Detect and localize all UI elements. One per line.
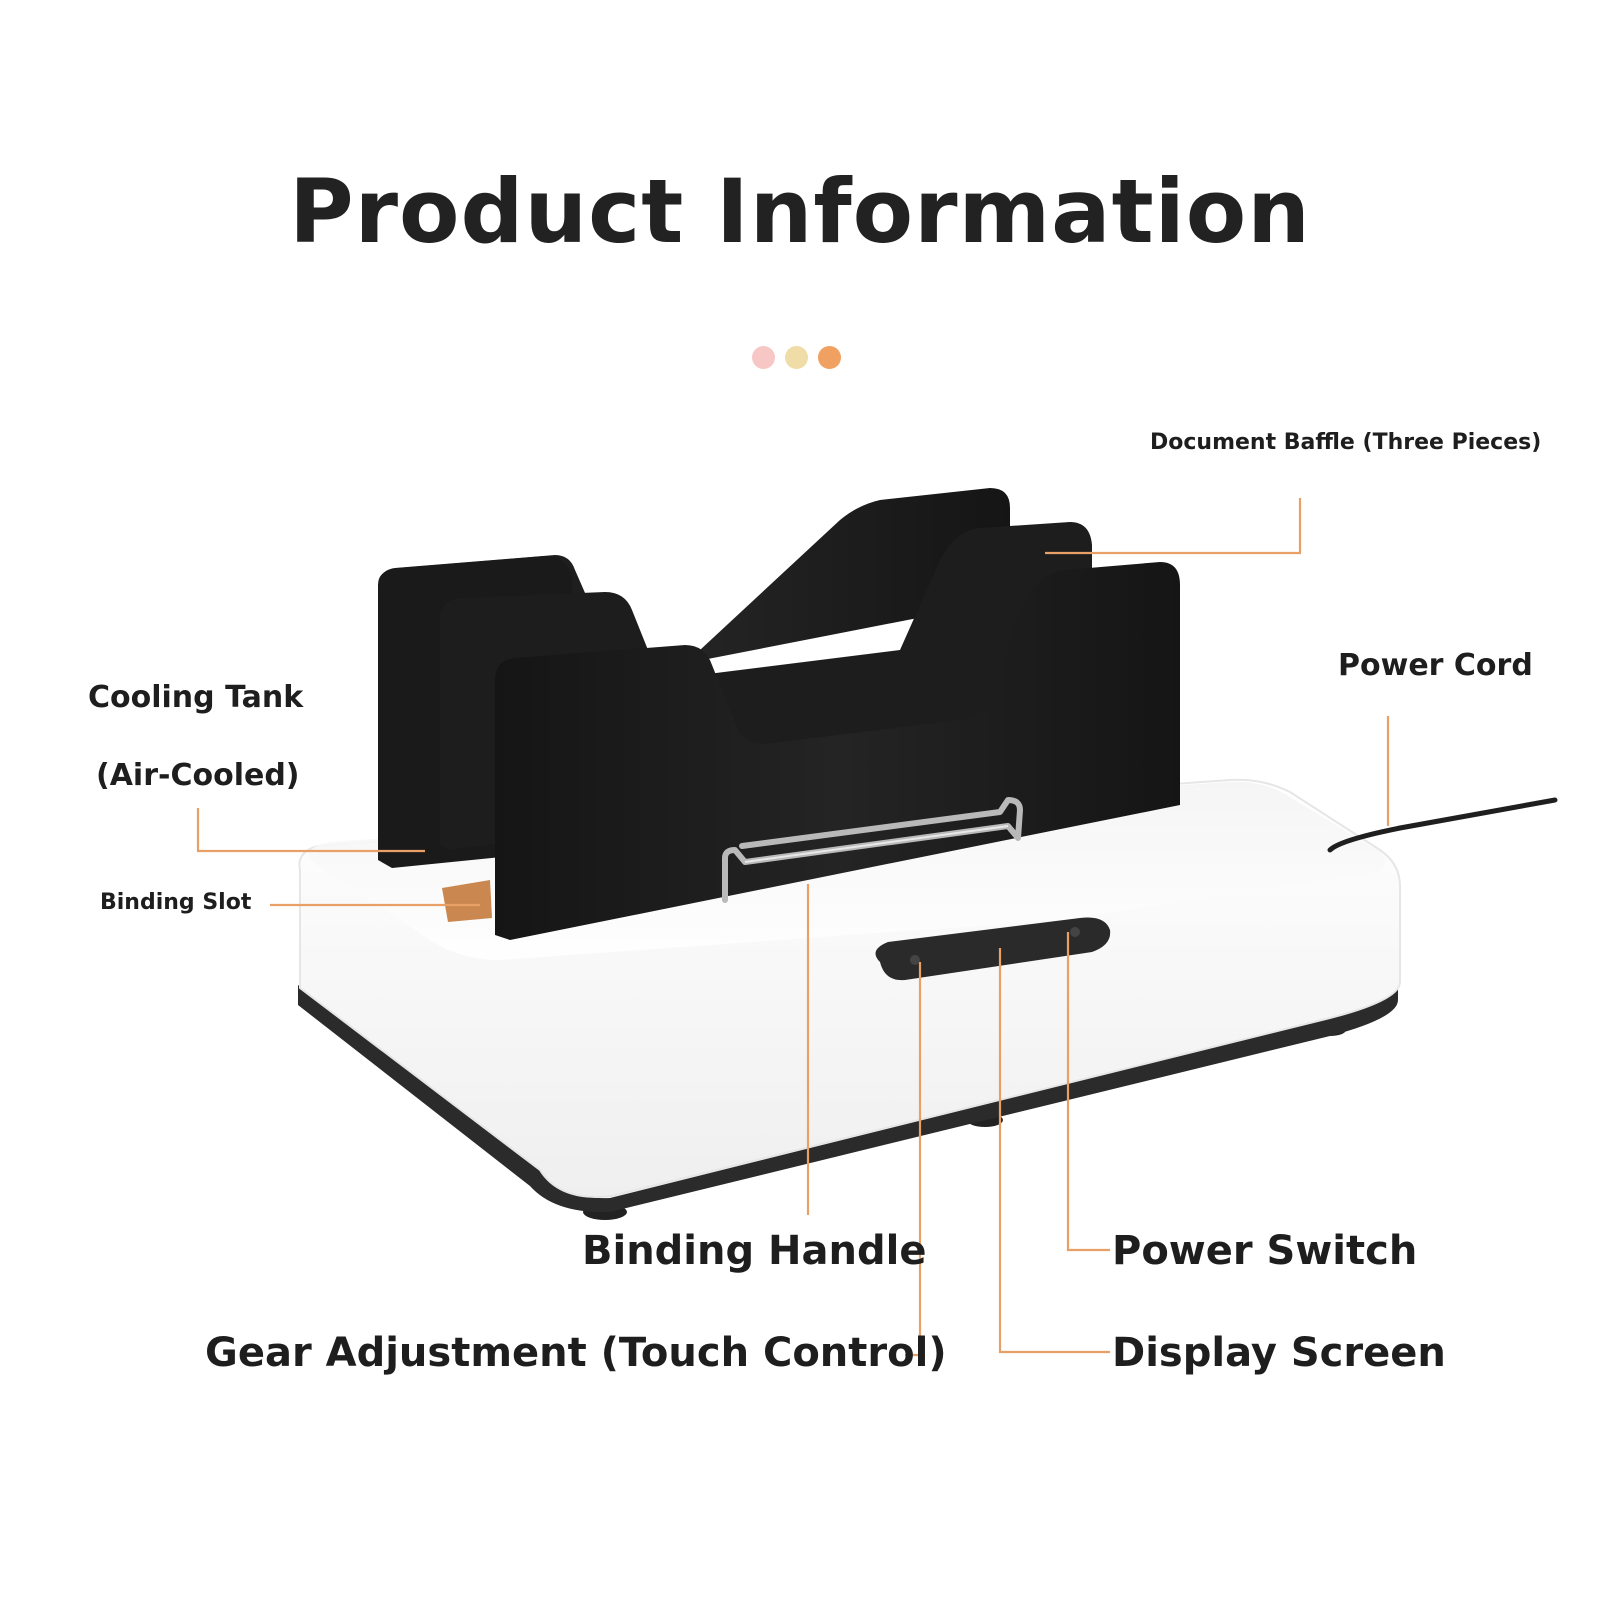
line-power-switch [1066,932,1110,1252]
page-title: Product Information [289,160,1311,263]
binding-handle-highlight [744,825,1009,863]
display-screen-panel [875,917,1111,981]
label-power-cord: Power Cord [1338,648,1533,683]
label-air-cooled: (Air-Cooled) [96,758,300,793]
line-document-baffle [1045,498,1302,555]
touch-button-right [1070,927,1080,937]
label-power-switch: Power Switch [1112,1228,1418,1274]
dot-orange [818,346,841,369]
binding-handle [722,797,1023,903]
decorative-dots [752,346,841,370]
dot-pink [752,346,775,369]
dot-yellow [785,346,808,369]
baffle-front [495,562,1180,940]
line-cooling-tank [196,808,425,853]
line-gear-adjustment [905,962,922,1357]
power-cord [1327,797,1558,853]
touch-button-left [910,955,920,965]
binding-slot [442,880,492,922]
callout-lines [196,498,1390,1357]
line-display-screen [998,948,1110,1354]
label-display-screen: Display Screen [1112,1330,1446,1376]
label-document-baffle: Document Baffle (Three Pieces) [1150,430,1542,455]
label-cooling-tank: Cooling Tank [88,680,304,715]
label-gear-adjustment: Gear Adjustment (Touch Control) [205,1330,947,1376]
label-binding-slot: Binding Slot [100,890,252,915]
label-binding-handle: Binding Handle [582,1228,927,1274]
